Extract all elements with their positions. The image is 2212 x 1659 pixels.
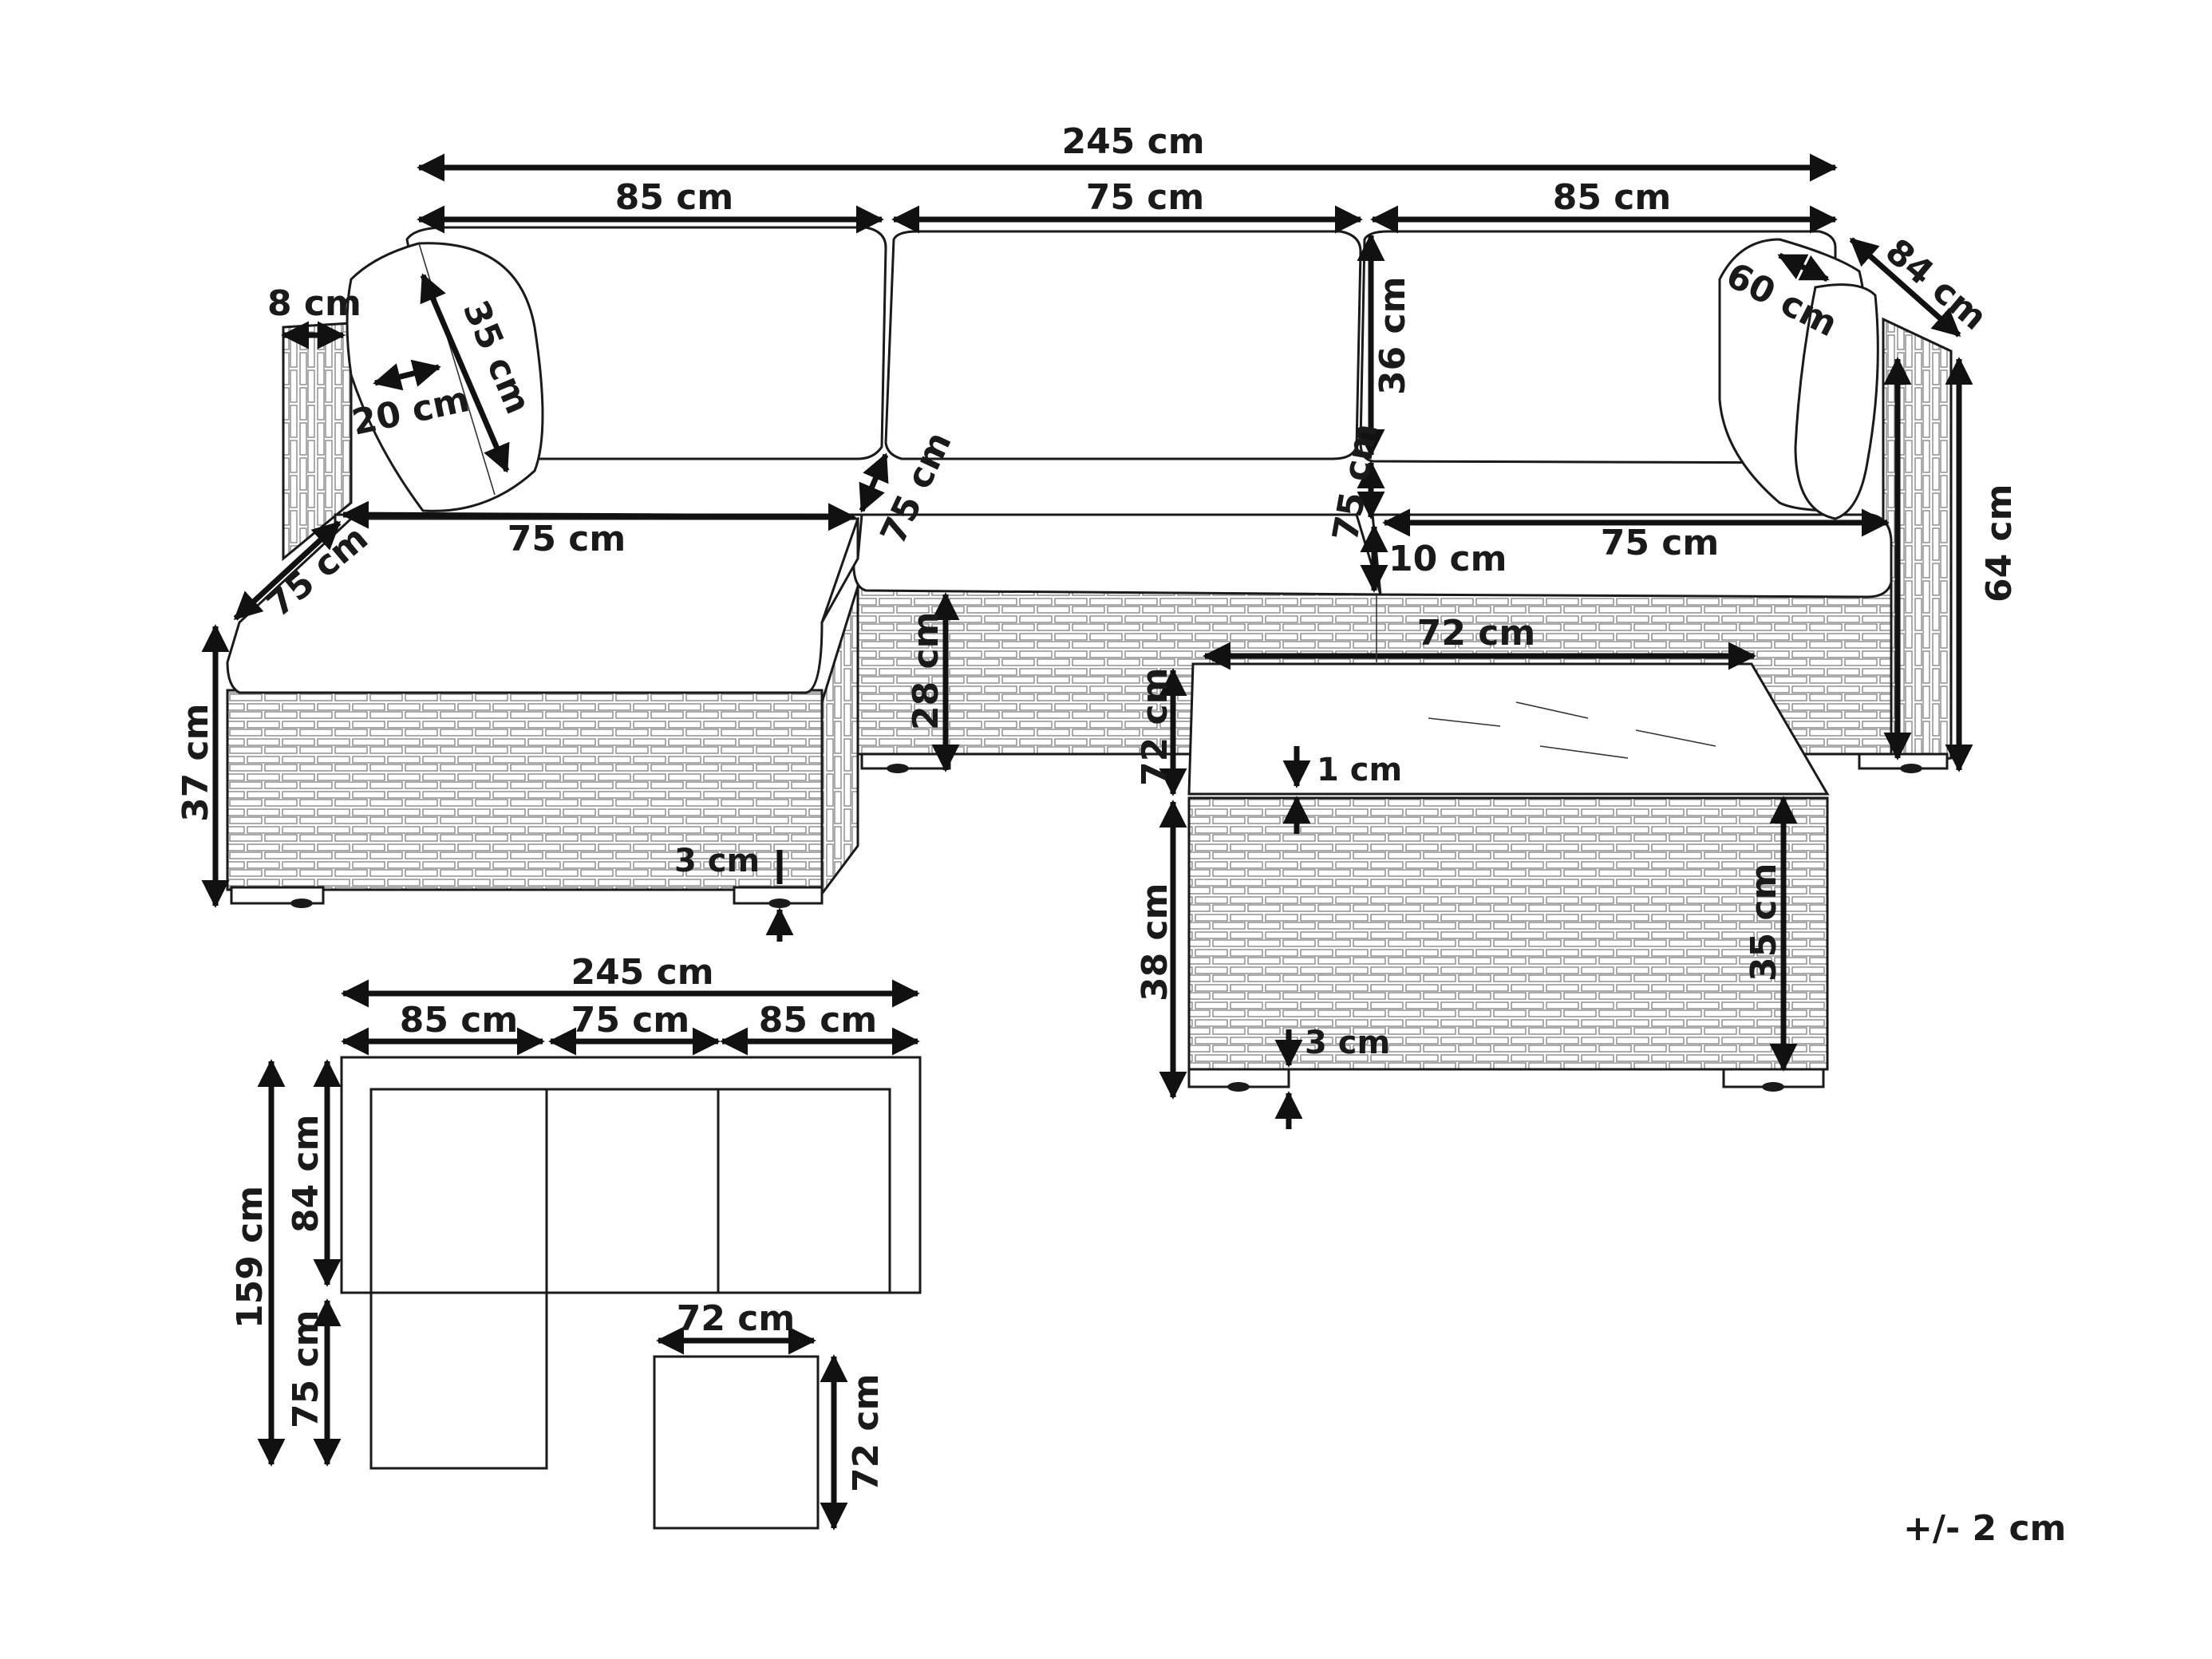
top-view-ottoman [369, 1291, 548, 1470]
label-left-seat-width: 85 cm [615, 177, 733, 218]
label-ottoman-feet: 3 cm [674, 843, 760, 879]
label-overall-depth: 84 cm [1878, 231, 1995, 338]
label-ottoman-height: 37 cm [176, 704, 216, 822]
ottoman-side [820, 586, 859, 898]
label-table-feet: 3 cm [1305, 1025, 1390, 1061]
label-backrest-height: 36 cm [1373, 277, 1413, 395]
label-right-seat-width: 85 cm [1553, 177, 1671, 218]
label-total-height: 64 cm [1979, 484, 2020, 602]
top-label-sofa-depth: 84 cm [286, 1115, 326, 1233]
label-table-height: 38 cm [1135, 883, 1175, 1001]
top-label-middle-width: 75 cm [571, 1000, 689, 1041]
top-label-left-width: 85 cm [400, 1000, 518, 1041]
top-view-labels: 245 cm 85 cm 75 cm 85 cm 159 cm 84 cm 75… [230, 952, 887, 1492]
top-label-right-width: 85 cm [759, 1000, 877, 1041]
label-cushion-thickness: 10 cm [1388, 539, 1507, 579]
top-view-seat-right [717, 1088, 891, 1294]
top-label-ottoman-depth: 75 cm [286, 1310, 326, 1428]
table-glass-top [1187, 662, 1830, 796]
label-ottoman-width: 75 cm [508, 519, 626, 559]
top-view [257, 979, 922, 1531]
top-label-overall-width: 245 cm [571, 952, 713, 993]
top-view-seat-left [369, 1088, 548, 1294]
label-right-seat-inner: 75 cm [1601, 523, 1719, 563]
label-base-height: 28 cm [906, 612, 946, 730]
label-armrest-width: 8 cm [267, 283, 361, 324]
top-label-table-width: 72 cm [677, 1298, 795, 1339]
label-middle-seat-width: 75 cm [1086, 177, 1204, 218]
perspective-dimension-lines [201, 153, 1973, 1129]
top-view-table [653, 1355, 820, 1530]
label-overall-width: 245 cm [1061, 121, 1204, 162]
seat-cushion-middle [852, 513, 1383, 596]
table-base [1187, 796, 1829, 1071]
label-table-body: 35 cm [1744, 863, 1784, 982]
right-armrest-side [1882, 317, 1953, 768]
top-label-total-depth: 159 cm [230, 1186, 271, 1329]
back-cushion-middle [884, 230, 1362, 460]
top-view-seat-middle [545, 1088, 720, 1294]
label-table-width: 72 cm [1417, 613, 1535, 654]
tolerance-note: +/- 2 cm [1903, 1508, 2066, 1549]
label-table-depth: 72 cm [1135, 668, 1175, 786]
label-glass-thickness: 1 cm [1317, 752, 1402, 788]
top-label-table-depth: 72 cm [846, 1374, 887, 1492]
